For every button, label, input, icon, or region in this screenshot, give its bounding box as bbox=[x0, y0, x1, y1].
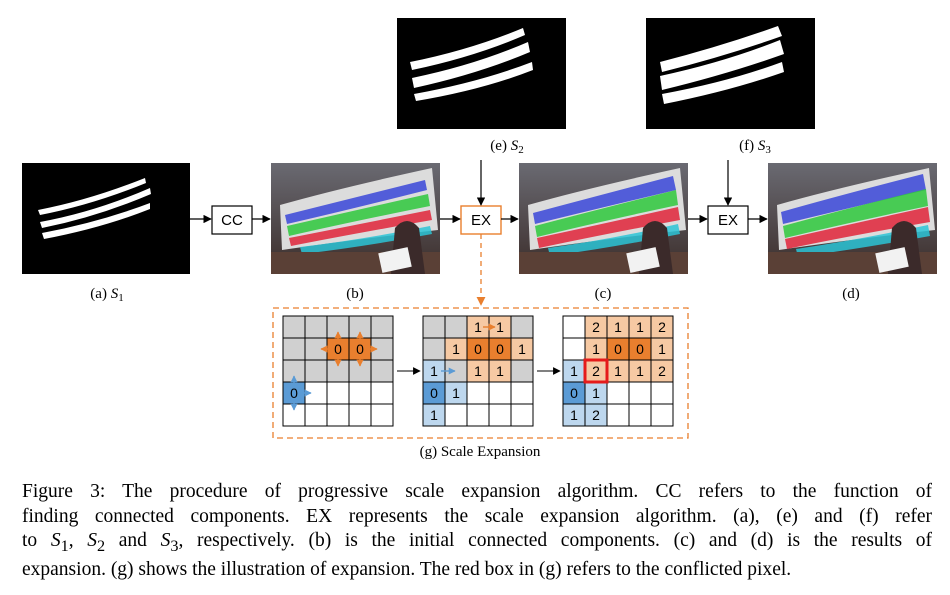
figure-caption: Figure 3: The procedure of progressive s… bbox=[22, 480, 932, 583]
caption-line-4: expansion. (g) shows the illustration of… bbox=[22, 559, 792, 581]
grid3-cell-value: 2 bbox=[658, 363, 666, 379]
grid1-cell bbox=[326, 381, 350, 405]
grid3-cell bbox=[650, 381, 674, 405]
cc-box bbox=[211, 205, 253, 235]
grid1-cell bbox=[348, 403, 372, 427]
grid3-cell-value: 0 bbox=[636, 341, 644, 357]
label-d: (d) bbox=[842, 286, 860, 302]
grid2-cell bbox=[422, 315, 446, 339]
grid1-cell bbox=[304, 403, 328, 427]
conflict-pixel-box bbox=[583, 358, 609, 384]
grid2-cell-value: 0 bbox=[496, 341, 504, 357]
grid3-cell-value: 1 bbox=[592, 385, 600, 401]
grid3-cell bbox=[650, 403, 674, 427]
grid3-cell bbox=[606, 403, 630, 427]
figure-diagram: CC EX EX (a) S1 (b) (c) (d) (e) S2 (f) S… bbox=[22, 18, 937, 460]
mask-s1 bbox=[22, 163, 190, 274]
flow-arrows bbox=[190, 160, 768, 224]
caption-line-3: to S1, S2 and S3, respectively. (b) is t… bbox=[22, 530, 933, 555]
mask-s3 bbox=[646, 18, 815, 129]
label-b: (b) bbox=[346, 286, 364, 302]
grid3-cell-value: 0 bbox=[614, 341, 622, 357]
grid2-cell-value: 1 bbox=[474, 319, 482, 335]
grid3-cell bbox=[562, 315, 586, 339]
grid1-cell-value: 0 bbox=[356, 341, 364, 357]
photo-d bbox=[768, 163, 937, 274]
grid3-cell-value: 1 bbox=[592, 341, 600, 357]
grid3-cell-value: 1 bbox=[570, 363, 578, 379]
grid2-cell-value: 0 bbox=[474, 341, 482, 357]
grid1-cell bbox=[304, 315, 328, 339]
grid3-cell-value: 2 bbox=[592, 363, 600, 379]
grid2-cell-value: 1 bbox=[496, 319, 504, 335]
grid1-cell-value: 0 bbox=[334, 341, 342, 357]
grid1-cell bbox=[282, 337, 306, 361]
grid2-cell bbox=[466, 381, 490, 405]
photo-b bbox=[271, 163, 440, 274]
grid2-cell bbox=[488, 403, 512, 427]
grid2-cell bbox=[444, 315, 468, 339]
grid2-cell-value: 0 bbox=[430, 385, 438, 401]
grid2-cell bbox=[422, 337, 446, 361]
grid2-cell bbox=[510, 381, 534, 405]
grid1-cell bbox=[304, 359, 328, 383]
grid3-cell-value: 2 bbox=[592, 407, 600, 423]
ex-box-2-label: EX bbox=[718, 212, 738, 229]
photo-c bbox=[519, 163, 688, 274]
grid1-cell-value: 0 bbox=[290, 385, 298, 401]
cc-box-label: CC bbox=[221, 212, 243, 229]
grid3-cell-value: 0 bbox=[570, 385, 578, 401]
grid2-cell-value: 1 bbox=[518, 341, 526, 357]
grid2-cell-value: 1 bbox=[430, 363, 438, 379]
grid1-cell bbox=[370, 381, 394, 405]
grid2-cell bbox=[510, 359, 534, 383]
grid3-cell-value: 1 bbox=[614, 319, 622, 335]
grid3-cell-value: 1 bbox=[636, 319, 644, 335]
grid3-cell-value: 2 bbox=[658, 319, 666, 335]
grid2-cell bbox=[510, 315, 534, 339]
grid2-cell-value: 1 bbox=[430, 407, 438, 423]
grid1-cell bbox=[370, 359, 394, 383]
grid2-cell-value: 1 bbox=[452, 341, 460, 357]
label-c: (c) bbox=[595, 286, 612, 302]
grid2-cell-value: 1 bbox=[474, 363, 482, 379]
grid2-cell-value: 1 bbox=[496, 363, 504, 379]
grid1-cell bbox=[326, 403, 350, 427]
caption-line-2: finding connected components. EX represe… bbox=[22, 505, 932, 527]
grid3-cell bbox=[606, 381, 630, 405]
grid2-cell-value: 1 bbox=[452, 385, 460, 401]
grid3-cell-value: 2 bbox=[592, 319, 600, 335]
grid1-cell bbox=[370, 403, 394, 427]
label-e: (e) S2 bbox=[490, 138, 523, 156]
grid1-cell bbox=[370, 315, 394, 339]
grid1-cell bbox=[282, 315, 306, 339]
label-a: (a) S1 bbox=[90, 286, 123, 304]
ex-box-1-label: EX bbox=[471, 212, 491, 229]
grid3-cell bbox=[628, 403, 652, 427]
ex-box-2 bbox=[707, 205, 749, 235]
mask-s2 bbox=[397, 18, 566, 129]
grid2-cell bbox=[510, 403, 534, 427]
label-g: (g) Scale Expansion bbox=[420, 444, 541, 460]
grid3-cell-value: 1 bbox=[614, 363, 622, 379]
grid2-cell bbox=[466, 403, 490, 427]
grid3-cell bbox=[628, 381, 652, 405]
grid3-cell-value: 1 bbox=[636, 363, 644, 379]
grid1-cell bbox=[348, 381, 372, 405]
grid2-cell bbox=[444, 403, 468, 427]
grid3-cell-value: 1 bbox=[658, 341, 666, 357]
caption-line-1: Figure 3: The procedure of progressive s… bbox=[22, 481, 932, 502]
grid3-cell bbox=[562, 337, 586, 361]
grid2-cell bbox=[488, 381, 512, 405]
grid3-cell-value: 1 bbox=[570, 407, 578, 423]
label-f: (f) S3 bbox=[739, 138, 771, 156]
